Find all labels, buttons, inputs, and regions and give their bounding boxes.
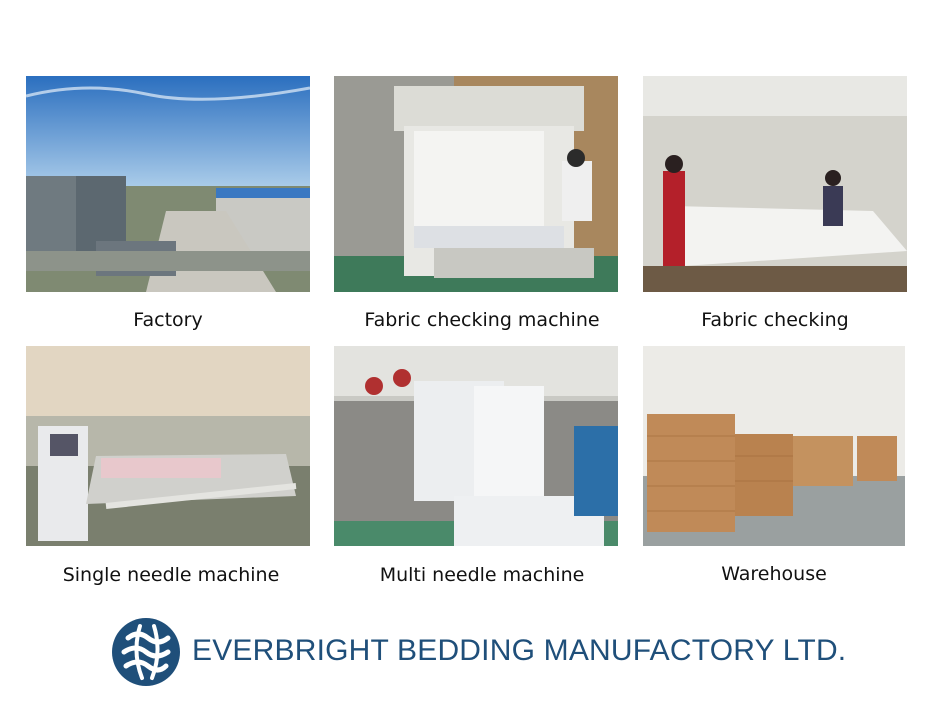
fabric-checking-caption: Fabric checking — [701, 309, 849, 331]
fabric-checking-machine-caption: Fabric checking machine — [364, 309, 600, 331]
warehouse-photo — [643, 346, 905, 546]
fabric-checking-photo — [643, 76, 907, 292]
single-needle-machine-caption: Single needle machine — [62, 564, 280, 586]
multi-needle-machine-photo — [334, 346, 618, 546]
multi-needle-machine-caption: Multi needle machine — [379, 564, 585, 586]
company-logo-icon — [112, 618, 180, 686]
fabric-checking-machine-photo — [334, 76, 618, 292]
warehouse-caption: Warehouse — [721, 563, 827, 585]
factory-caption: Factory — [133, 309, 203, 331]
factory-photo — [26, 76, 310, 292]
company-name: EVERBRIGHT BEDDING MANUFACTORY LTD. — [192, 634, 847, 667]
single-needle-machine-photo — [26, 346, 310, 546]
